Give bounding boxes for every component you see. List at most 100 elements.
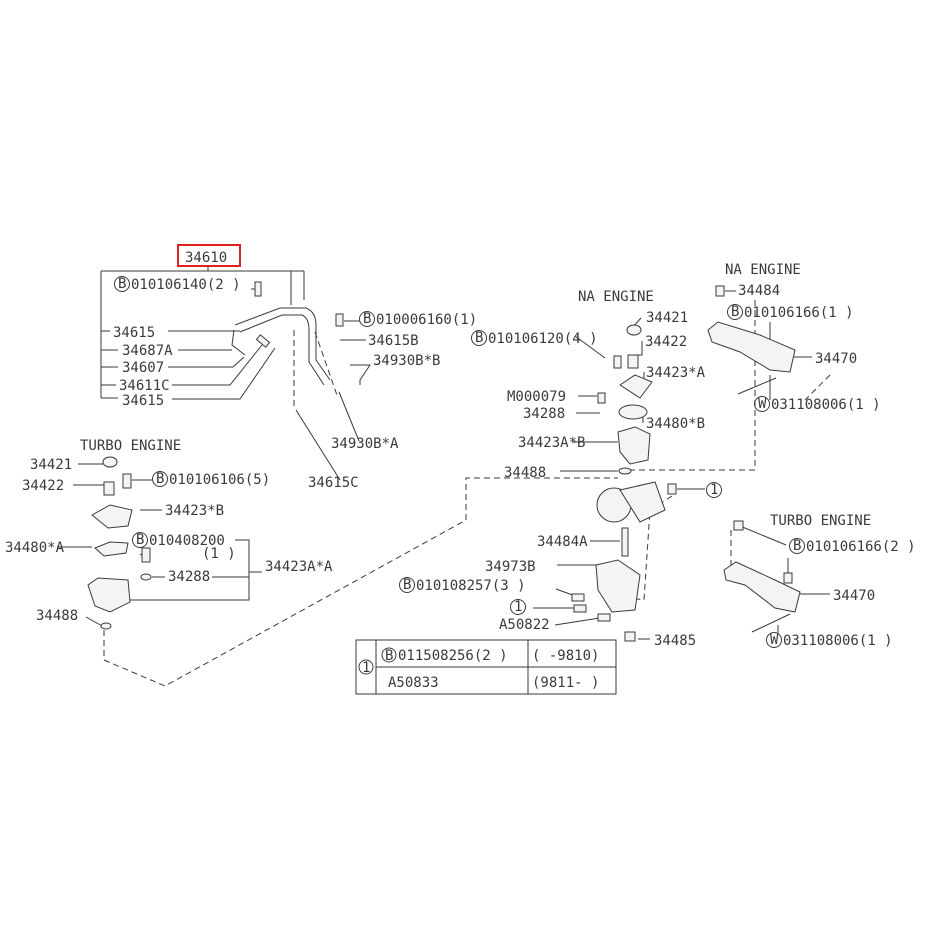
part-label[interactable]: 34423*B — [165, 503, 224, 519]
part-number[interactable]: 34470 — [815, 351, 857, 367]
part-label[interactable]: 1 — [510, 599, 526, 615]
part-label[interactable]: 34607 — [122, 360, 164, 376]
part-number[interactable]: 34484 — [738, 283, 780, 299]
part-number[interactable]: 34488 — [504, 465, 546, 481]
part-number[interactable]: 34421 — [646, 310, 688, 326]
part-number[interactable]: NA ENGINE — [725, 262, 801, 278]
part-number[interactable]: 34480*B — [646, 416, 705, 432]
part-number[interactable]: TURBO ENGINE — [770, 513, 871, 529]
part-label[interactable]: 34488 — [504, 465, 546, 481]
part-number[interactable]: 34288 — [168, 569, 210, 585]
part-number[interactable]: 34488 — [36, 608, 78, 624]
part-number[interactable]: (1 ) — [202, 546, 236, 562]
part-label[interactable]: 34421 — [646, 310, 688, 326]
part-label[interactable]: 34423A*A — [265, 559, 333, 575]
part-label[interactable]: 34930B*A — [331, 436, 399, 452]
part-number[interactable]: 031108006(1 ) — [771, 397, 881, 413]
part-label[interactable]: 34470 — [833, 588, 875, 604]
part-number[interactable]: 34423*A — [646, 365, 706, 381]
part-label[interactable]: 34421 — [30, 457, 72, 473]
part-label[interactable]: 34930B*B — [373, 353, 440, 369]
part-label[interactable]: 34488 — [36, 608, 78, 624]
part-number[interactable]: 34422 — [645, 334, 687, 350]
part-number[interactable]: 34484A — [537, 534, 588, 550]
part-number[interactable]: 34485 — [654, 633, 696, 649]
part-label[interactable]: 34480*B — [646, 416, 705, 432]
part-label[interactable]: 34615 — [122, 393, 164, 409]
part-number[interactable]: 34422 — [22, 478, 64, 494]
part-number[interactable]: 010106140(2 ) — [131, 277, 241, 293]
part-label[interactable]: NA ENGINE — [578, 289, 654, 305]
part-number[interactable]: 34607 — [122, 360, 164, 376]
part-number[interactable]: 34615 — [113, 325, 155, 341]
part-label[interactable]: NA ENGINE — [725, 262, 801, 278]
part-label[interactable]: 34422 — [645, 334, 687, 350]
part-label[interactable]: 34484 — [738, 283, 780, 299]
part-label[interactable]: 34687A — [122, 343, 173, 359]
part-label[interactable]: 34615 — [113, 325, 155, 341]
part-number[interactable]: 34480*A — [5, 540, 65, 556]
part-number[interactable]: 34423A*A — [265, 559, 333, 575]
part-label[interactable]: 34422 — [22, 478, 64, 494]
part-number[interactable]: 34930B*B — [373, 353, 440, 369]
part-number[interactable]: NA ENGINE — [578, 289, 654, 305]
part-number[interactable]: 34615 — [122, 393, 164, 409]
part-number[interactable]: M000079 — [507, 389, 566, 405]
part-label[interactable]: 34480*A — [5, 540, 65, 556]
selected-part-number[interactable]: 34610 — [185, 250, 227, 266]
part-number[interactable]: 010106106(5) — [169, 472, 270, 488]
part-label[interactable]: 34615B — [368, 333, 419, 349]
part-number[interactable]: TURBO ENGINE — [80, 438, 181, 454]
part-label[interactable]: 34470 — [815, 351, 857, 367]
part-number[interactable]: 34930B*A — [331, 436, 399, 452]
part-number[interactable]: 010106166(1 ) — [744, 305, 854, 321]
part-number[interactable]: 34470 — [833, 588, 875, 604]
part-label[interactable]: 34288 — [523, 406, 565, 422]
part-number[interactable]: 34615B — [368, 333, 419, 349]
part-number[interactable]: A50822 — [499, 617, 550, 633]
part-number[interactable]: 010108257(3 ) — [416, 578, 526, 594]
part-label[interactable]: 34484A — [537, 534, 588, 550]
part-label[interactable]: 34615C — [308, 475, 359, 491]
part-label[interactable]: (1 ) — [202, 546, 236, 562]
part-number[interactable]: 010006160(1) — [376, 312, 477, 328]
part-label[interactable]: 1 — [706, 482, 722, 498]
part-label[interactable]: M000079 — [507, 389, 566, 405]
part-label[interactable]: 34973B — [485, 559, 536, 575]
part-number[interactable]: 34421 — [30, 457, 72, 473]
reservoir-cap — [626, 324, 642, 336]
part-34610-callout[interactable]: 34610 — [177, 244, 241, 267]
part-number[interactable]: 34423A*B — [518, 435, 585, 451]
part-label[interactable]: 34485 — [654, 633, 696, 649]
part-label[interactable]: 34611C — [119, 378, 170, 394]
part-label[interactable]: TURBO ENGINE — [770, 513, 871, 529]
part-label[interactable]: 34423*A — [646, 365, 706, 381]
part-label[interactable]: TURBO ENGINE — [80, 438, 181, 454]
part-number[interactable]: 34288 — [523, 406, 565, 422]
bolt-icon — [597, 613, 611, 622]
part-label[interactable]: 34288 — [168, 569, 210, 585]
part-number[interactable]: 010106120(4 ) — [488, 331, 598, 347]
part-number[interactable]: 010106166(2 ) — [806, 539, 916, 555]
part-number[interactable]: 34687A — [122, 343, 173, 359]
part-number[interactable]: 34611C — [119, 378, 170, 394]
note-row-2-part[interactable]: A50833 — [388, 675, 439, 691]
note-row-1-part[interactable]: 011508256(2 ) — [398, 648, 508, 664]
part-number[interactable]: 34423*B — [165, 503, 224, 519]
part-number[interactable]: 34615C — [308, 475, 359, 491]
part-number[interactable]: 031108006(1 ) — [783, 633, 893, 649]
part-label[interactable]: 34423A*B — [518, 435, 585, 451]
part-number[interactable]: 34973B — [485, 559, 536, 575]
part-number[interactable]: 010408200 — [149, 533, 225, 549]
part-label[interactable]: A50822 — [499, 617, 550, 633]
